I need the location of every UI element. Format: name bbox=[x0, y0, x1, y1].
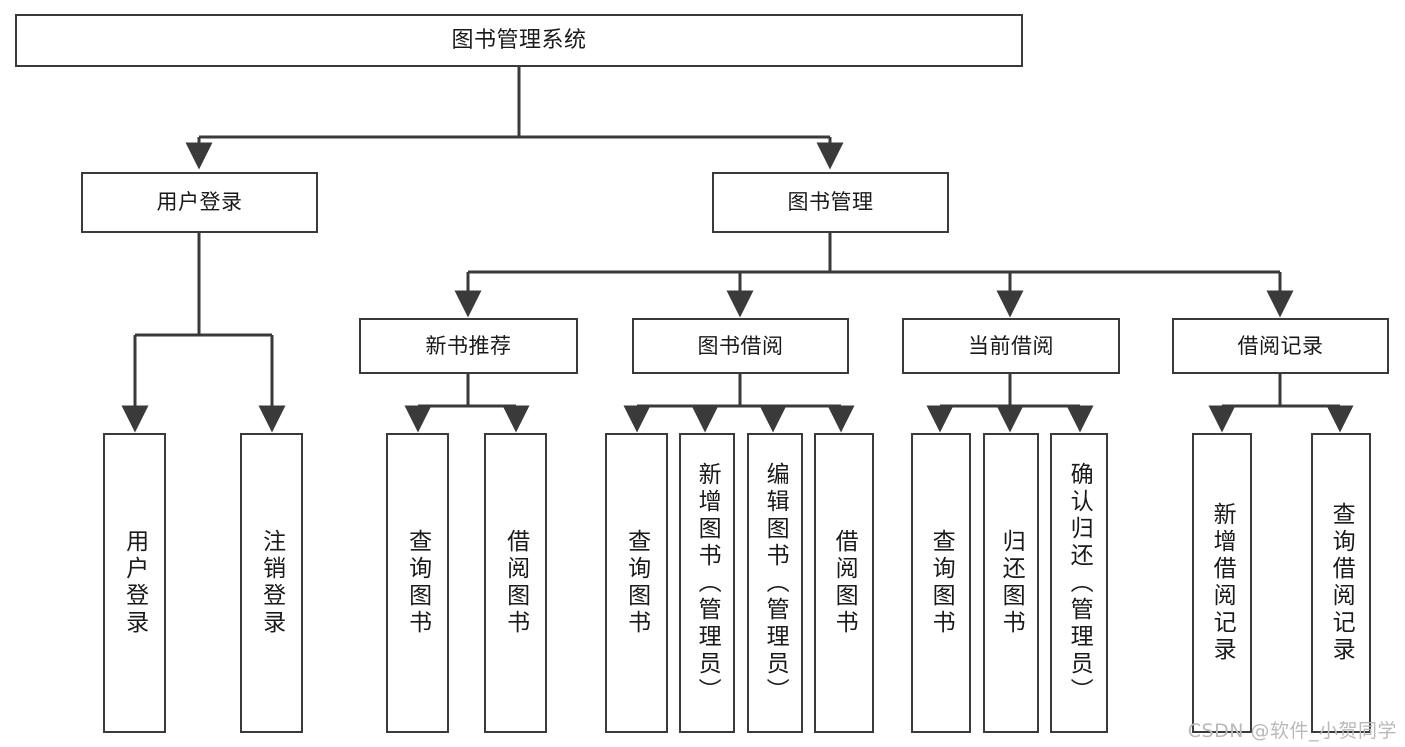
node-current-borrow[interactable]: 当前借阅 bbox=[902, 318, 1120, 374]
node-label: 用户登录 bbox=[156, 190, 243, 215]
node-label: 查询图书 bbox=[404, 529, 431, 637]
node-leaf-borrow-book-recommend[interactable]: 借阅图书 bbox=[484, 433, 547, 733]
node-leaf-query-borrow-record[interactable]: 查询借阅记录 bbox=[1311, 433, 1371, 733]
node-root-book-management-system[interactable]: 图书管理系统 bbox=[15, 14, 1023, 67]
node-book-management[interactable]: 图书管理 bbox=[712, 172, 949, 233]
node-label: 借阅图书 bbox=[831, 529, 858, 637]
node-leaf-query-book-recommend[interactable]: 查询图书 bbox=[386, 433, 449, 733]
node-label: 借阅图书 bbox=[502, 529, 529, 637]
node-leaf-user-login[interactable]: 用户登录 bbox=[103, 433, 166, 733]
node-label: 编辑图书（管理员） bbox=[762, 461, 789, 705]
node-leaf-logout[interactable]: 注销登录 bbox=[240, 433, 303, 733]
node-label: 新增图书（管理员） bbox=[694, 461, 721, 705]
node-label: 新书推荐 bbox=[425, 333, 512, 358]
watermark: CSDN @软件_小贺同学 bbox=[1187, 720, 1397, 742]
node-leaf-add-borrow-record[interactable]: 新增借阅记录 bbox=[1192, 433, 1252, 733]
node-label: 查询图书 bbox=[623, 529, 650, 637]
node-user-login[interactable]: 用户登录 bbox=[81, 172, 318, 233]
node-label: 注销登录 bbox=[258, 529, 285, 637]
node-label: 确认归还（管理员） bbox=[1066, 461, 1093, 705]
node-label: 当前借阅 bbox=[968, 333, 1054, 358]
node-label: 用户登录 bbox=[121, 529, 148, 637]
node-label: 图书借阅 bbox=[697, 333, 784, 358]
node-label: 查询借阅记录 bbox=[1328, 502, 1355, 664]
node-label: 图书管理 bbox=[787, 190, 874, 215]
node-label: 图书管理系统 bbox=[451, 27, 587, 53]
node-leaf-add-book-admin[interactable]: 新增图书（管理员） bbox=[679, 433, 735, 733]
node-leaf-borrow-book[interactable]: 借阅图书 bbox=[814, 433, 874, 733]
node-leaf-confirm-return-admin[interactable]: 确认归还（管理员） bbox=[1050, 433, 1108, 733]
node-borrow-record[interactable]: 借阅记录 bbox=[1172, 318, 1389, 374]
node-leaf-edit-book-admin[interactable]: 编辑图书（管理员） bbox=[747, 433, 803, 733]
node-leaf-return-book[interactable]: 归还图书 bbox=[983, 433, 1039, 733]
node-new-book-recommend[interactable]: 新书推荐 bbox=[359, 318, 578, 374]
node-label: 查询图书 bbox=[928, 529, 955, 637]
node-label: 新增借阅记录 bbox=[1209, 502, 1236, 664]
node-leaf-query-book-borrow[interactable]: 查询图书 bbox=[605, 433, 668, 733]
node-book-borrow[interactable]: 图书借阅 bbox=[632, 318, 849, 374]
node-label: 归还图书 bbox=[998, 529, 1025, 637]
node-label: 借阅记录 bbox=[1237, 333, 1324, 358]
node-leaf-query-book-current[interactable]: 查询图书 bbox=[911, 433, 971, 733]
